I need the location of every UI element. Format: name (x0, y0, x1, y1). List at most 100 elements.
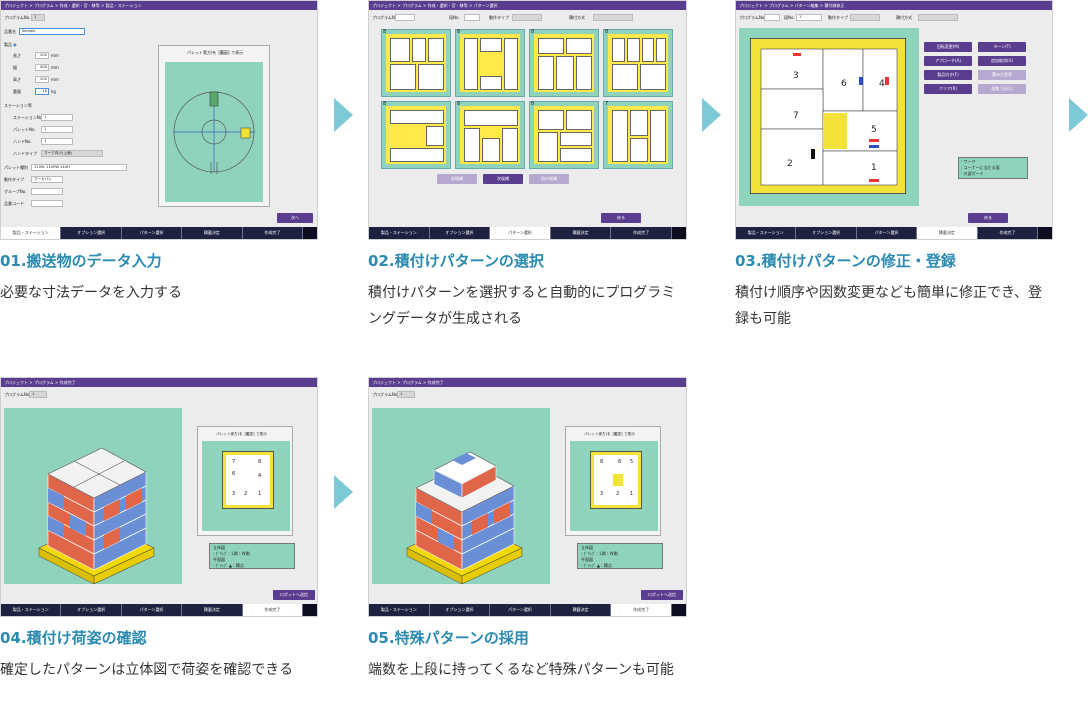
nav-complete[interactable]: 作成完了 (978, 227, 1039, 239)
box-number: 4 (258, 473, 262, 479)
product-section-label: 製品 ● (4, 42, 17, 47)
nav-pattern-select[interactable]: パターン選択 (490, 227, 551, 239)
nav-product-station[interactable]: 製品・ステーション (369, 227, 430, 239)
hand-type-label: ハンドタイプ (13, 151, 37, 156)
dim-width-field[interactable]: 400 (35, 64, 49, 71)
stack-method-label: 積付方式 (569, 15, 585, 20)
station-no-select[interactable]: 1 (41, 114, 73, 121)
box-number: 7 (793, 111, 799, 121)
program-no-field[interactable]: 1 (31, 14, 45, 21)
move-type-select[interactable]: マーカパレ (31, 176, 63, 183)
plan-view-frame: パレット実方)を 実寸 で表示 7 8 6 4 3 2 1 (197, 426, 293, 536)
pattern-tile[interactable]: 8 (381, 101, 451, 169)
nav-option-select[interactable]: オプション選択 (430, 604, 491, 616)
program-no-label: プログラムNo. (372, 15, 399, 20)
pattern-tile[interactable]: 8 (455, 101, 525, 169)
box-number: 7 (232, 459, 236, 465)
product-name-field[interactable]: Sample (19, 28, 85, 35)
nav-complete[interactable]: 作成完了 (243, 227, 304, 239)
box-number: 8 (600, 459, 604, 465)
pattern-tile[interactable]: 8 (529, 29, 599, 97)
legend-box: : ワーク : コーナーに当たる面 : 爪部ガード (958, 157, 1028, 179)
back-button[interactable]: 戻る (968, 213, 1008, 223)
box-number: 4 (879, 79, 885, 89)
layer-note-button[interactable]: 段数下記(L) (978, 84, 1026, 94)
nav-option-select[interactable]: オプション選択 (430, 227, 491, 239)
box-number: 6 (618, 459, 622, 465)
pattern-tile[interactable]: 8 (381, 29, 451, 97)
nav-product-station[interactable]: 製品・ステーション (736, 227, 797, 239)
view-toggle: パレット実方)を 実寸 で表示 (216, 432, 267, 436)
clear-button[interactable]: クリア(R) (924, 84, 972, 94)
pattern-tile[interactable]: 8 (603, 29, 673, 97)
product-code-field[interactable] (31, 200, 63, 207)
nav-stack-decide[interactable]: 積載決定 (917, 227, 978, 239)
next-candidate-button[interactable]: 次候補 (483, 174, 523, 184)
nav-pattern-select[interactable]: パターン選択 (122, 604, 183, 616)
move-type-label: 動作タイプ (489, 15, 509, 20)
product-code-label: 品番コード (4, 201, 24, 206)
nav-option-select[interactable]: オプション選択 (61, 227, 122, 239)
turn-button[interactable]: ターン(T) (978, 42, 1026, 52)
step-navigation: 製品・ステーション オプション選択 パターン選択 積載決定 作成完了 (1, 604, 317, 616)
undo-add-button[interactable]: 追加取消(U) (978, 56, 1026, 66)
pallet-type-select[interactable]: 1100L 1100W 144H (31, 164, 127, 171)
next-button[interactable]: 次へ (277, 213, 313, 223)
legend-3d-title: 立体図 (581, 545, 593, 550)
step-5-screenshot: プロジェクト > プログラム > 作成完了 プログラムNo. 1 (368, 377, 687, 617)
layer-field[interactable] (464, 14, 480, 21)
plan-view-area: 7 8 6 4 3 2 1 (202, 441, 290, 531)
send-to-robot-button[interactable]: ロボットへ送信 (641, 590, 683, 600)
step-5-description: 端数を上段に持ってくるなど特殊パターンも可能 (368, 662, 674, 678)
step-navigation: 製品・ステーション オプション選択 パターン選択 積載決定 作成完了 (369, 227, 686, 239)
legend-plan-title: 平面図 (581, 557, 593, 562)
legend-3d-title: 立体図 (213, 545, 225, 550)
pattern-tile[interactable]: 7 (603, 101, 673, 169)
nav-complete[interactable]: 作成完了 (242, 604, 304, 616)
back-button[interactable]: 戻る (601, 213, 641, 223)
nav-stack-decide[interactable]: 積載決定 (551, 604, 612, 616)
group-no-field[interactable] (31, 188, 63, 195)
rotate-button[interactable]: 回転変更(M) (924, 42, 972, 52)
nav-pattern-select[interactable]: パターン選択 (857, 227, 918, 239)
product-direction-button[interactable]: 製品向き(F) (924, 70, 972, 80)
nav-product-station[interactable]: 製品・ステーション (369, 604, 430, 616)
nav-stack-decide[interactable]: 積載決定 (182, 604, 243, 616)
nav-complete[interactable]: 作成完了 (611, 604, 672, 616)
other-candidate-button[interactable]: 他の候補 (529, 174, 569, 184)
nav-stack-decide[interactable]: 積載決定 (551, 227, 612, 239)
dim-weight-field[interactable]: 10 (35, 88, 49, 95)
stack-change-button[interactable]: 積み方変更 (978, 70, 1026, 80)
approach-button[interactable]: アプローチ(A) (924, 56, 972, 66)
program-no-field[interactable]: 1 (29, 391, 47, 398)
program-no-field[interactable] (764, 14, 780, 21)
breadcrumb: プロジェクト > プログラム > 作成・選択・宮・移等 > 製品・ステーション (1, 1, 317, 10)
box-number: 1 (630, 491, 634, 497)
legend-plan: : ｸﾞﾘｯﾌﾟ ▲ : 積点 (581, 563, 612, 568)
program-no-field[interactable] (395, 14, 415, 21)
pattern-tile[interactable]: 8 (455, 29, 525, 97)
hand-no-select[interactable]: 1 (41, 138, 73, 145)
legend-work: : ワーク (961, 159, 976, 164)
step-navigation: 製品・ステーション オプション選択 パターン選択 積載決定 作成完了 (736, 227, 1052, 239)
nav-product-station[interactable]: 製品・ステーション (1, 604, 62, 616)
plan-view-area: 8 6 5 3 2 1 (570, 441, 658, 531)
dim-length-field[interactable]: 200 (35, 52, 49, 59)
layer-field[interactable]: 1 (796, 14, 822, 21)
nav-stack-decide[interactable]: 積載決定 (182, 227, 243, 239)
nav-option-select[interactable]: オプション選択 (796, 227, 857, 239)
pallet-no-select[interactable]: 1 (41, 126, 73, 133)
nav-pattern-select[interactable]: パターン選択 (122, 227, 183, 239)
nav-product-station[interactable]: 製品・ステーション (1, 227, 62, 239)
nav-pattern-select[interactable]: パターン選択 (490, 604, 551, 616)
nav-option-select[interactable]: オプション選択 (61, 604, 122, 616)
send-to-robot-button[interactable]: ロボットへ送信 (273, 590, 315, 600)
dim-height-field[interactable]: 200 (35, 76, 49, 83)
legend-box: 立体図 : ｸﾞﾘｯﾌﾟ : L側 : W側 平面図 : ｸﾞﾘｯﾌﾟ ▲ : … (577, 543, 663, 569)
prev-candidate-button[interactable]: 前候補 (437, 174, 477, 184)
pattern-tile[interactable]: 8 (529, 101, 599, 169)
box-layout-diagram (760, 48, 898, 186)
box-number: 5 (871, 125, 877, 135)
nav-complete[interactable]: 作成完了 (611, 227, 672, 239)
program-no-field[interactable]: 1 (397, 391, 415, 398)
